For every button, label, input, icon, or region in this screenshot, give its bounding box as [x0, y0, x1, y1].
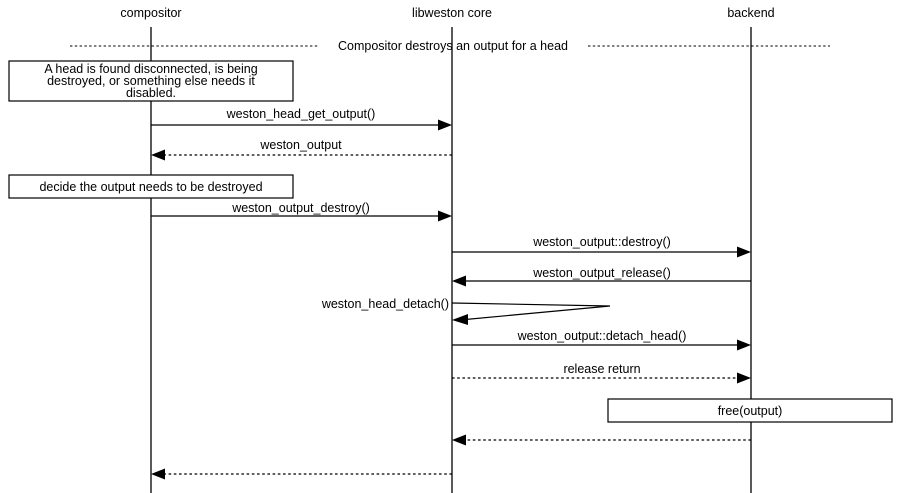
message-label-weston-output-return: weston_output	[259, 138, 342, 152]
note-head-disconnected-line-1: A head is found disconnected, is being	[44, 62, 257, 76]
message-label-weston-output-detach-head: weston_output::detach_head()	[517, 329, 687, 343]
note-decide-destroy-line-1: decide the output needs to be destroyed	[39, 180, 262, 194]
message-weston-output-release: weston_output_release()	[452, 266, 751, 287]
message-backend-return	[452, 434, 751, 446]
message-weston-output-detach-head: weston_output::detach_head()	[452, 329, 751, 351]
message-weston-head-get-output: weston_head_get_output()	[151, 107, 452, 131]
message-weston-head-detach: weston_head_detach()	[321, 297, 611, 325]
note-head-disconnected: A head is found disconnected, is being d…	[8, 60, 294, 102]
divider-label: Compositor destroys an output for a head	[338, 39, 568, 53]
message-label-weston-output-destroy: weston_output_destroy()	[231, 201, 370, 215]
participant-label-backend: backend	[727, 6, 774, 20]
participant-label-compositor: compositor	[120, 6, 181, 20]
message-weston-output-destroy: weston_output_destroy()	[151, 201, 452, 222]
message-label-weston-output-release: weston_output_release()	[532, 266, 671, 280]
note-head-disconnected-line-3: disabled.	[126, 86, 176, 100]
message-core-return	[151, 468, 452, 480]
message-label-weston-output-destroy-cb: weston_output::destroy()	[532, 235, 671, 249]
message-weston-output-return: weston_output	[151, 138, 452, 161]
message-weston-output-destroy-cb: weston_output::destroy()	[452, 235, 751, 258]
note-free-output-line-1: free(output)	[718, 404, 783, 418]
note-head-disconnected-line-2: destroyed, or something else needs it	[47, 74, 255, 88]
message-label-weston-head-detach: weston_head_detach()	[321, 297, 449, 311]
message-label-release-return: release return	[563, 362, 640, 376]
participant-label-libweston-core: libweston core	[412, 6, 492, 20]
note-decide-destroy: decide the output needs to be destroyed	[8, 174, 294, 199]
note-free-output: free(output)	[607, 398, 893, 423]
message-label-weston-head-get-output: weston_head_get_output()	[226, 107, 376, 121]
message-release-return: release return	[452, 362, 751, 384]
